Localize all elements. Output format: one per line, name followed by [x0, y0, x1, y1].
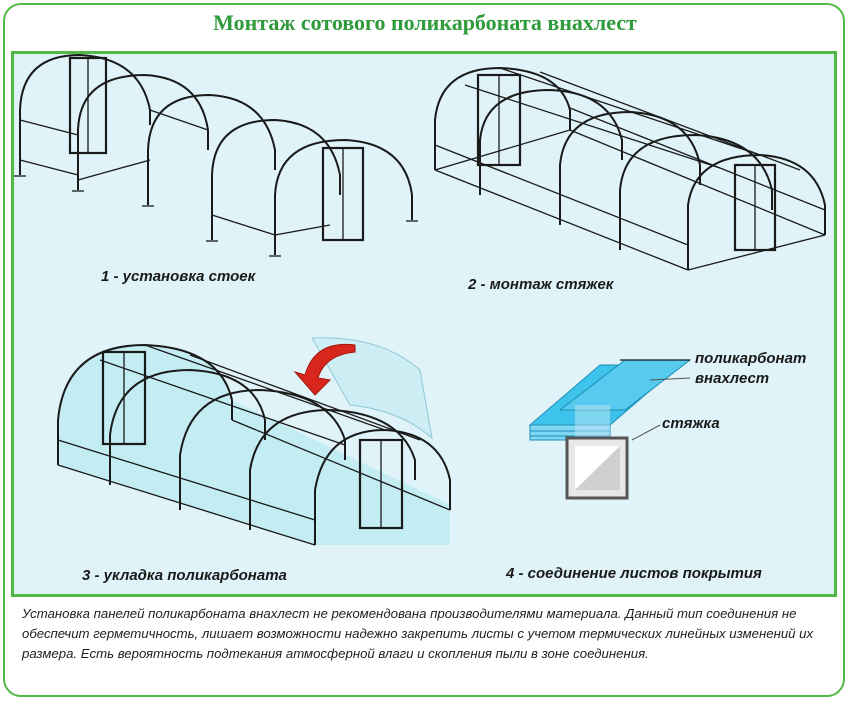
- arrow-icon: [293, 343, 356, 396]
- step2-frame: [434, 66, 826, 271]
- step4-caption: 4 - соединение листов покрытия: [506, 565, 762, 582]
- step3-covered: [57, 337, 451, 546]
- step2-caption: 2 - монтаж стяжек: [468, 276, 614, 293]
- page-title: Монтаж сотового поликарбоната внахлест: [213, 10, 637, 35]
- warning-note: Установка панелей поликарбоната внахлест…: [22, 606, 814, 661]
- label-polycarbonate: поликарбонат: [695, 350, 807, 367]
- label-tie: стяжка: [662, 415, 720, 432]
- step3-caption: 3 - укладка поликарбоната: [82, 567, 287, 584]
- step4-detail: [528, 359, 692, 500]
- step1-arches: [14, 53, 418, 257]
- step1-caption: 1 - установка стоек: [101, 268, 256, 285]
- label-overlap: внахлест: [695, 370, 770, 387]
